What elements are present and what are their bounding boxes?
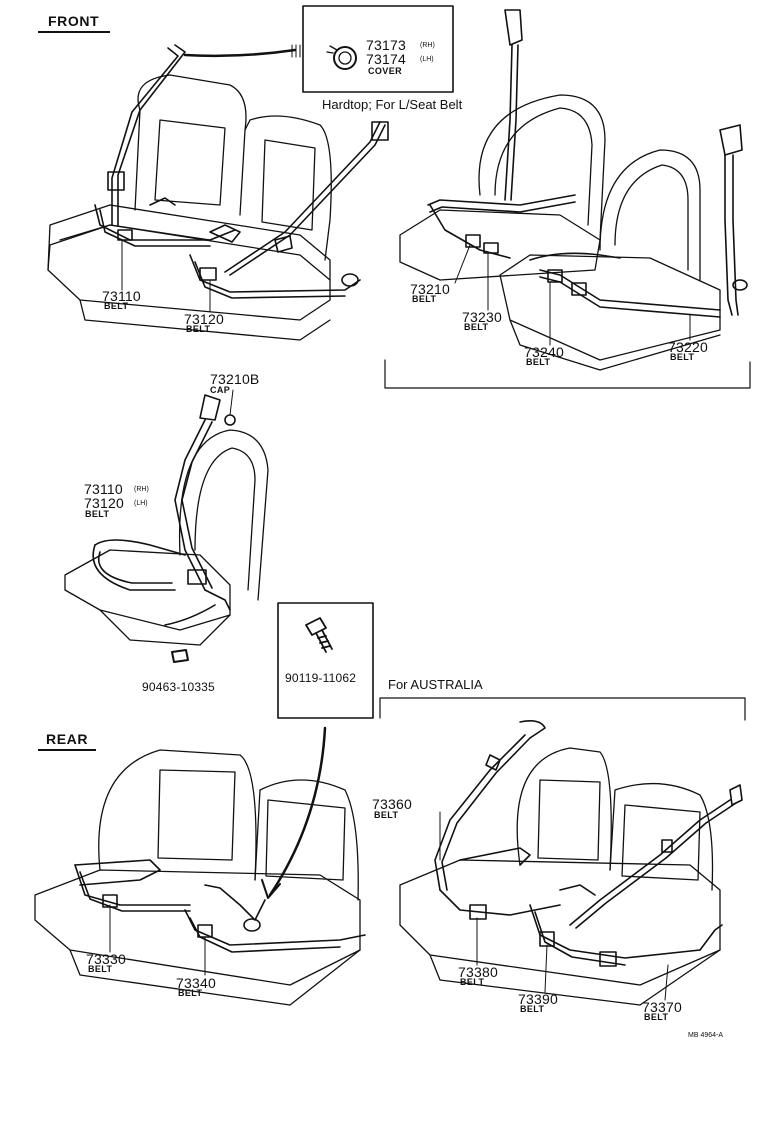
label-73210: 73210	[410, 281, 450, 297]
rear-bench-belts	[75, 860, 365, 952]
belt-single: BELT	[85, 509, 110, 519]
label-73230: 73230	[462, 309, 502, 325]
label-73390: 73390	[518, 991, 558, 1007]
front-title-underline	[38, 31, 110, 33]
label-73210b: 73210B	[210, 371, 260, 387]
front-bench-belts	[95, 45, 388, 298]
cover-part-rh: 73173	[366, 37, 406, 53]
rear-section-title: REAR	[46, 731, 89, 747]
front-section-title: FRONT	[48, 13, 100, 29]
rear-bench-seat-drawing	[35, 750, 360, 1005]
label-73120-lh: 73120	[84, 495, 124, 511]
leader-lines	[110, 240, 690, 1000]
label-73370: 73370	[642, 999, 682, 1015]
cover-icon	[327, 46, 356, 69]
cover-part-lh: 73174	[366, 51, 406, 67]
label-73380: 73380	[458, 964, 498, 980]
front-bucket-bracket	[385, 360, 750, 388]
belt-73210: BELT	[412, 294, 437, 304]
belt-73370: BELT	[644, 1012, 669, 1022]
label-73330: 73330	[86, 951, 126, 967]
single-seat-drawing	[65, 430, 268, 645]
belt-73380: BELT	[460, 977, 485, 987]
cover-caption: Hardtop; For L/Seat Belt	[322, 97, 463, 112]
cover-name: COVER	[368, 66, 403, 76]
belt-73230: BELT	[464, 322, 489, 332]
cover-side-lh: (LH)	[420, 56, 434, 63]
front-bench-arrow	[185, 50, 295, 56]
belt-73120: BELT	[186, 324, 211, 334]
label-73340: 73340	[176, 975, 216, 991]
label-73220: 73220	[668, 339, 708, 355]
belt-73390: BELT	[520, 1004, 545, 1014]
rear-australia-belts	[435, 721, 742, 966]
bolt-arrowhead	[262, 880, 280, 898]
label-73120: 73120	[184, 311, 224, 327]
belt-73220: BELT	[670, 352, 695, 362]
label-73240: 73240	[524, 344, 564, 360]
bolt-inset-box	[278, 603, 373, 718]
stud-icon	[172, 650, 188, 662]
australia-caption: For AUSTRALIA	[388, 677, 483, 692]
front-bench-arrow-ticks	[292, 45, 300, 57]
cover-side-rh: (RH)	[420, 42, 435, 49]
rear-australia-seat-drawing	[400, 748, 720, 1005]
drawing-reference: MB 4964-A	[688, 1032, 724, 1039]
label-90463: 90463-10335	[142, 680, 215, 694]
cover-inset-box	[303, 6, 453, 92]
belt-73360: BELT	[374, 810, 399, 820]
label-73110: 73110	[102, 288, 141, 304]
label-73360: 73360	[372, 796, 412, 812]
bolt-arrow	[270, 728, 325, 895]
australia-bracket	[380, 698, 745, 720]
cap-label: CAP	[210, 385, 231, 395]
rear-title-underline	[38, 749, 96, 751]
bolt-part-number: 90119-11062	[285, 671, 357, 685]
belt-73340: BELT	[178, 988, 203, 998]
single-seat-belt	[93, 395, 235, 625]
front-bench-seat-drawing	[48, 75, 331, 340]
label-lh: (LH)	[134, 500, 148, 507]
belt-73330: BELT	[88, 964, 113, 974]
belt-73110: BELT	[104, 301, 129, 311]
belt-73240: BELT	[526, 357, 551, 367]
label-73110-rh: 73110	[84, 481, 123, 497]
label-rh: (RH)	[134, 486, 149, 493]
bolt-icon	[306, 618, 332, 652]
front-bucket-belts	[428, 10, 747, 317]
